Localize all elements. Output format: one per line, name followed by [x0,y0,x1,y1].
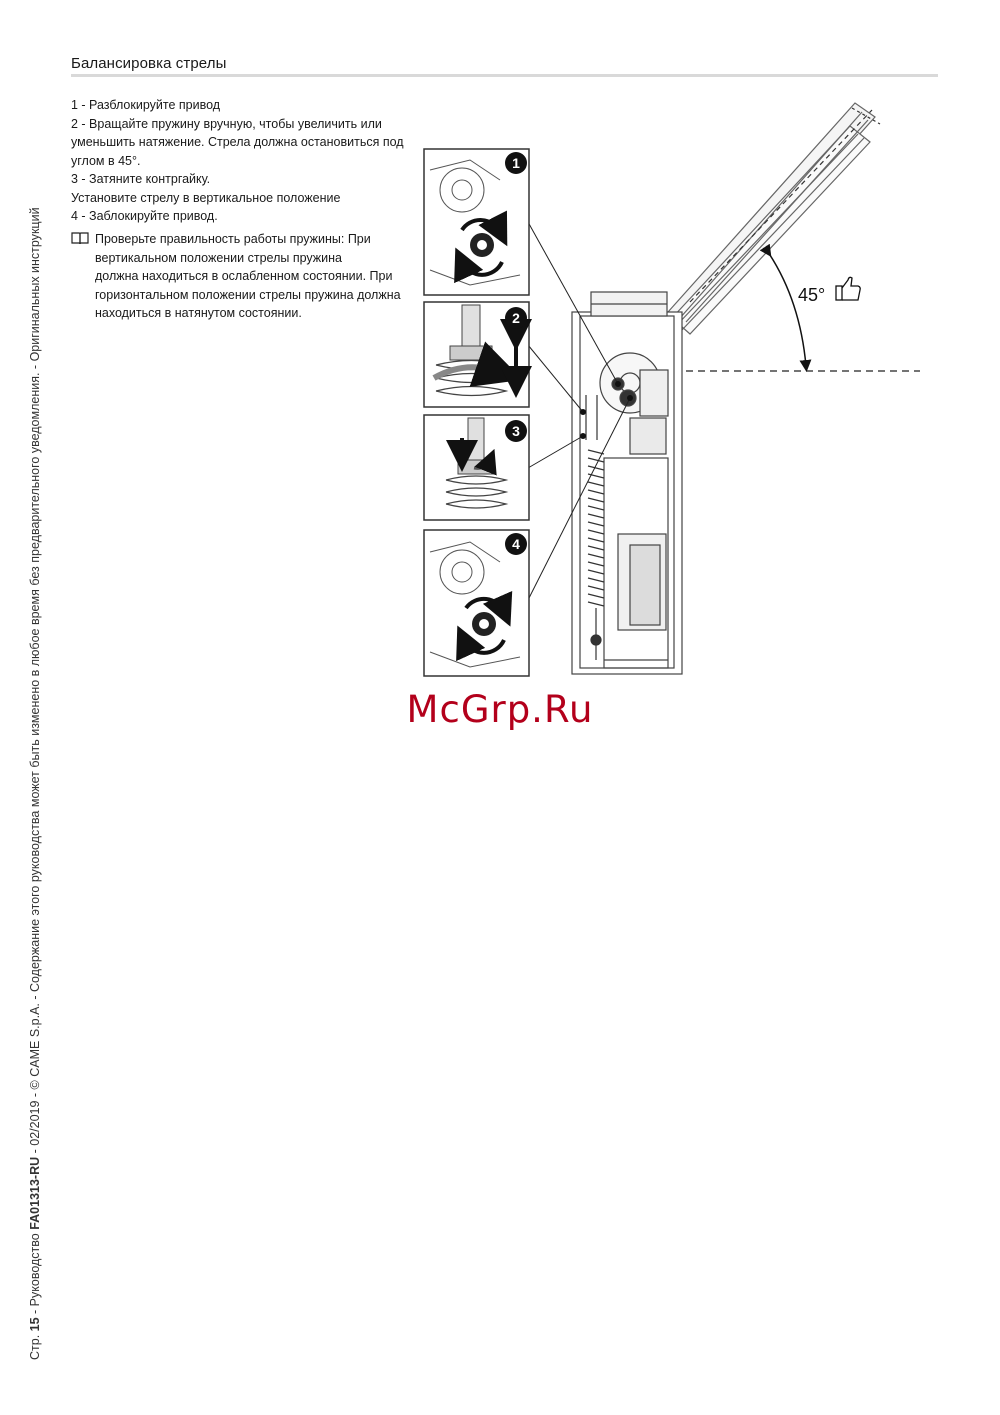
balance-spring [585,395,605,660]
instruction-steps: 1 - Разблокируйте привод 2 - Вращайте пр… [71,96,416,226]
detail-panel-2: 2 [423,301,532,408]
barrier-cabinet [571,291,683,675]
section-heading: Балансировка стрелы [71,55,227,72]
footer-page-number: 15 [28,1317,42,1332]
footer-doc-code: FA01313-RU [28,1156,42,1230]
step-line: 2 - Вращайте пружину вручную, чтобы увел… [71,116,382,131]
step-line: углом в 45°. [71,153,141,168]
footer-page-prefix: Стр. [28,1331,42,1360]
note-line: горизонтальном положении стрелы пружина … [95,287,401,302]
step-badge-2: 2 [512,310,520,326]
thumbs-up-icon [835,276,861,301]
note-line: Проверьте правильность работы пружины: П… [95,232,371,246]
detail-panel-4: 4 [423,529,530,677]
footer-rest: - 02/2019 - © CAME S.p.A. - Содержание э… [28,207,42,1157]
note-block: Проверьте правильность работы пружины: П… [71,230,416,323]
step-line: 1 - Разблокируйте привод [71,98,221,112]
step-line: уменьшить натяжение. Стрела должна остан… [71,135,404,149]
book-icon [71,232,89,245]
barrier-boom [667,102,881,335]
step-badge-3: 3 [512,423,520,439]
footer-doc-prefix: - Руководство [28,1229,42,1318]
detail-panel-1: 1 [423,148,530,296]
angle-arc [759,243,812,372]
watermark: McGrp.Ru [406,688,594,731]
note-line: вертикальном положении стрелы пружина [95,250,342,265]
angle-label: 45° [798,285,825,305]
callout-leaders [527,221,631,601]
heading-rule [71,74,938,77]
step-badge-1: 1 [512,155,520,171]
step-badge-4: 4 [512,536,520,552]
note-line: находиться в натянутом состоянии. [95,306,302,320]
vertical-footer: Стр. 15 - Руководство FA01313-RU - 02/20… [28,207,42,1360]
step-line: Установите стрелу в вертикальное положен… [71,190,341,205]
step-line: 4 - Заблокируйте привод. [71,209,218,223]
step-line: 3 - Затяните контргайку. [71,172,211,186]
detail-panel-3: 3 [423,414,530,521]
barrier-illustration: 45° [423,102,920,677]
note-line: должна находиться в ослабленном состояни… [95,269,393,283]
